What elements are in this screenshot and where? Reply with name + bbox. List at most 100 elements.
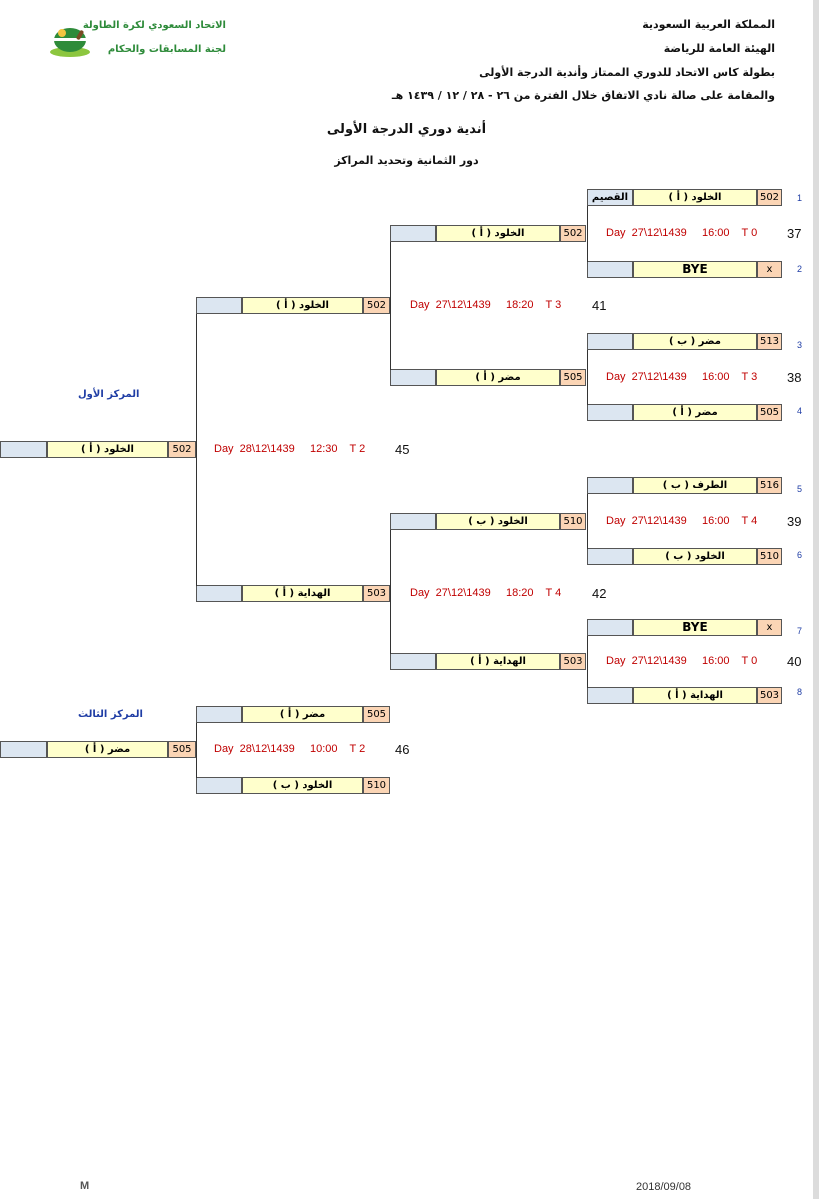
bracket-line [587,494,588,549]
third-winner-club-cell [0,741,47,758]
bracket-line [587,636,588,688]
bracket-line [196,314,197,586]
entry-number-cell: 510 [757,548,782,565]
sf-winner-name: الخلود ( أ ) [242,297,363,314]
sf-schedule: Day 27\12\1439 18:20 T 3 [410,299,562,311]
third-bottom-number: 510 [363,777,390,794]
championship-label: بطولة كاس الاتحاد للدوري الممتاز وأندية … [479,66,775,79]
sf-club-cell [196,585,242,602]
qf-schedule: Day 27\12\1439 16:00 T 4 [606,515,758,527]
entry-position: 2 [797,264,803,274]
qf-club-cell [390,369,436,386]
sf-club-cell [196,297,242,314]
qf-winner-name: الهداية ( أ ) [436,653,560,670]
third-place-label: المركز الثالث [78,709,143,720]
third-match-number: 46 [395,742,410,757]
entry-number-cell: 503 [757,687,782,704]
qf-winner-number: 503 [560,653,586,670]
qf-match-number: 38 [787,370,802,385]
qf-club-cell [390,653,436,670]
entry-number-cell: x [757,261,782,278]
federation-label: الاتحاد السعودي لكرة الطاولة [82,20,226,31]
qf-club-cell [390,225,436,242]
third-winner-number: 505 [168,741,196,758]
final-schedule: Day 28\12\1439 12:30 T 2 [214,443,366,455]
qf-match-number: 40 [787,654,802,669]
entry-position: 7 [797,626,803,636]
qf-winner-name: مضر ( أ ) [436,369,560,386]
qf-winner-number: 505 [560,369,586,386]
qf-schedule: Day 27\12\1439 16:00 T 0 [606,227,758,239]
sub-title: دور الثمانية وتحديد المراكز [334,154,479,167]
final-club-cell [0,441,47,458]
bracket-line [390,530,391,654]
entry-name-cell: الخلود ( أ ) [633,189,757,206]
qf-winner-name: الخلود ( أ ) [436,225,560,242]
qf-winner-number: 510 [560,513,586,530]
federation-logo [48,22,92,58]
entry-number-cell: 513 [757,333,782,350]
sf-winner-number: 503 [363,585,390,602]
entry-name-cell: الطرف ( ب ) [633,477,757,494]
qf-winner-number: 502 [560,225,586,242]
entry-number-cell: 502 [757,189,782,206]
bracket-line [587,206,588,262]
qf-match-number: 37 [787,226,802,241]
entry-name-cell: مضر ( ب ) [633,333,757,350]
sf-winner-name: الهداية ( أ ) [242,585,363,602]
bracket-line [587,350,588,405]
sf-winner-number: 502 [363,297,390,314]
entry-name-cell: الهداية ( أ ) [633,687,757,704]
footer-mark: M [80,1180,90,1192]
entry-club-cell [587,548,633,565]
entry-position: 5 [797,484,803,494]
sf-match-number: 42 [592,586,607,601]
sf-schedule: Day 27\12\1439 18:20 T 4 [410,587,562,599]
entry-number-cell: 505 [757,404,782,421]
third-bottom-name: الخلود ( ب ) [242,777,363,794]
third-top-number: 505 [363,706,390,723]
qf-schedule: Day 27\12\1439 16:00 T 0 [606,655,758,667]
entry-position: 6 [797,550,803,560]
entry-name-cell: BYE [633,619,757,636]
footer-date: 2018/09/08 [636,1181,692,1193]
kingdom-label: المملكة العربية السعودية [642,18,775,31]
qf-winner-name: الخلود ( ب ) [436,513,560,530]
entry-club-cell [587,619,633,636]
final-match-number: 45 [395,442,410,457]
entry-club-cell [587,687,633,704]
first-place-label: المركز الأول [78,389,140,400]
entry-club-cell [587,333,633,350]
entry-name-cell: BYE [633,261,757,278]
third-winner-name: مضر ( أ ) [47,741,168,758]
entry-position: 1 [797,193,803,203]
third-top-name: مضر ( أ ) [242,706,363,723]
venue-label: والمقامة على صالة نادي الاتفاق خلال الفت… [391,89,775,102]
bracket-line [196,723,197,778]
entry-club-cell [587,404,633,421]
sf-match-number: 41 [592,298,607,313]
main-title: أندية دوري الدرجة الأولى [326,122,487,137]
third-schedule: Day 28\12\1439 10:00 T 2 [214,743,366,755]
entry-name-cell: الخلود ( ب ) [633,548,757,565]
entry-number-cell: 516 [757,477,782,494]
authority-label: الهيئة العامة للرياضة [663,42,775,55]
entry-club-cell [587,261,633,278]
entry-position: 4 [797,406,803,416]
committee-label: لجنة المسابقات والحكام [107,44,226,55]
third-top-club-cell [196,706,242,723]
entry-position: 3 [797,340,803,350]
final-winner-number: 502 [168,441,196,458]
entry-club-cell [587,477,633,494]
entry-club-cell: القصيم [587,189,633,206]
bracket-line [390,242,391,370]
entry-number-cell: x [757,619,782,636]
qf-club-cell [390,513,436,530]
final-winner-name: الخلود ( أ ) [47,441,168,458]
qf-match-number: 39 [787,514,802,529]
entry-position: 8 [797,687,803,697]
third-bottom-club-cell [196,777,242,794]
qf-schedule: Day 27\12\1439 16:00 T 3 [606,371,758,383]
entry-name-cell: مضر ( أ ) [633,404,757,421]
